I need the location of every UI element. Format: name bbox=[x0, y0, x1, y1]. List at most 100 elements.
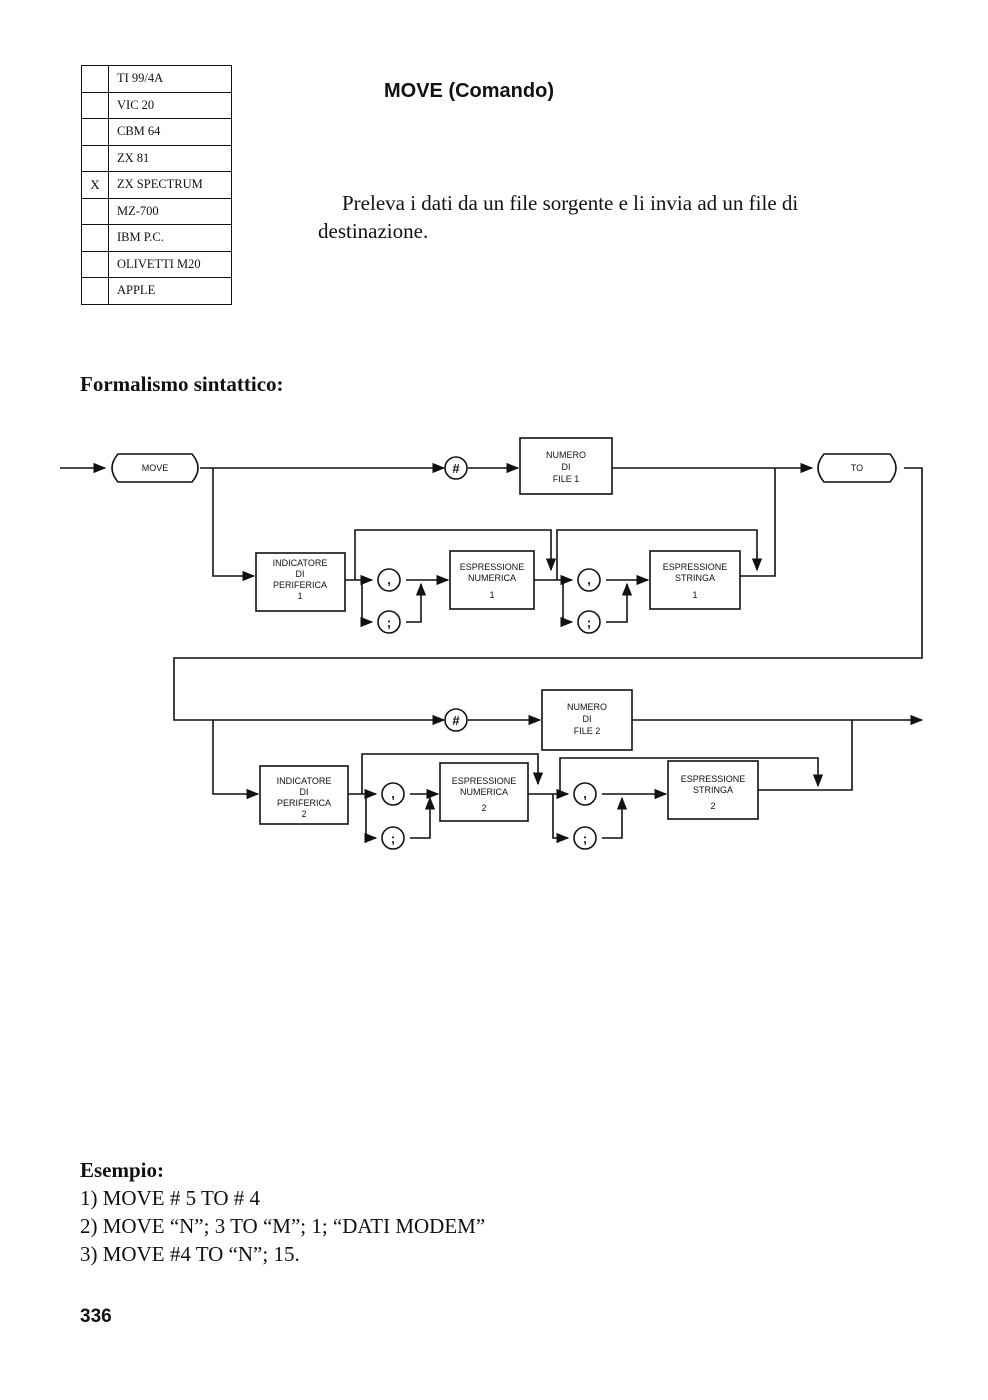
flow-arrow bbox=[212, 720, 260, 800]
flow-arrow bbox=[364, 794, 378, 844]
numeric-expression-1-label: NUMERICA bbox=[468, 573, 516, 583]
table-row: ZX 81 bbox=[81, 144, 232, 172]
comma-label: , bbox=[583, 786, 587, 801]
compat-mark bbox=[81, 118, 109, 146]
device-indicator-2-label: 2 bbox=[301, 809, 306, 819]
flow-arrow bbox=[560, 580, 574, 628]
flow-arrow bbox=[361, 753, 544, 794]
example-line: 2) MOVE “N”; 3 TO “M”; 1; “DATI MODEM” bbox=[80, 1214, 486, 1238]
example-line: 1) MOVE # 5 TO # 4 bbox=[80, 1186, 261, 1210]
computer-name: ZX 81 bbox=[108, 144, 232, 172]
flow-arrow bbox=[360, 580, 374, 628]
flow-arrow bbox=[602, 796, 628, 839]
table-row: MZ-700 bbox=[81, 197, 232, 225]
semicolon-node bbox=[577, 610, 601, 634]
table-row: TI 99/4A bbox=[81, 65, 232, 93]
table-row: OLIVETTI M20 bbox=[81, 250, 232, 278]
hash-label: # bbox=[452, 713, 460, 728]
computer-name: TI 99/4A bbox=[108, 65, 232, 93]
compat-mark bbox=[81, 250, 109, 278]
comma-node bbox=[577, 568, 601, 592]
device-indicator-2-box bbox=[259, 765, 349, 825]
flow-arrow bbox=[552, 794, 570, 844]
string-expression-2-label: 2 bbox=[710, 801, 715, 811]
table-row: CBM 64 bbox=[81, 118, 232, 146]
flow-arrow bbox=[410, 796, 436, 839]
file-number-2-label: DI bbox=[583, 714, 592, 724]
device-indicator-1-box bbox=[255, 552, 346, 612]
compat-mark bbox=[81, 65, 109, 93]
command-description: Preleva i dati da un file sorgente e li … bbox=[318, 191, 799, 243]
string-expression-1-label: STRINGA bbox=[675, 573, 715, 583]
device-indicator-2-label: DI bbox=[300, 787, 309, 797]
computer-name: IBM P.C. bbox=[108, 224, 232, 252]
to-label: TO bbox=[851, 463, 863, 473]
string-expression-1-box bbox=[649, 550, 741, 610]
hash-node bbox=[444, 708, 468, 732]
semicolon-label: ; bbox=[391, 831, 395, 846]
computer-name: VIC 20 bbox=[108, 91, 232, 119]
semicolon-label: ; bbox=[583, 831, 587, 846]
flow-arrow bbox=[354, 529, 557, 580]
file-number-1-box bbox=[519, 437, 613, 495]
string-expression-1-label: ESPRESSIONE bbox=[663, 562, 728, 572]
comma-node bbox=[381, 782, 405, 806]
to-keyword-node bbox=[817, 453, 897, 483]
numeric-expression-2-box bbox=[439, 762, 529, 822]
file-number-1-label: DI bbox=[562, 462, 571, 472]
formalism-heading: Formalismo sintattico: bbox=[80, 372, 284, 396]
device-indicator-1-label: DI bbox=[296, 569, 305, 579]
compat-mark bbox=[81, 277, 109, 305]
flow-arrow bbox=[406, 582, 427, 623]
flow-arrow bbox=[606, 582, 633, 623]
numeric-expression-1-label: 1 bbox=[489, 590, 494, 600]
file-number-1-label: FILE 1 bbox=[553, 474, 580, 484]
numeric-expression-2-label: NUMERICA bbox=[460, 787, 508, 797]
flow-arrow bbox=[212, 468, 256, 582]
semicolon-node bbox=[573, 826, 597, 850]
comma-node bbox=[377, 568, 401, 592]
semicolon-label: ; bbox=[587, 615, 591, 630]
move-label: MOVE bbox=[142, 463, 169, 473]
table-row: APPLE bbox=[81, 277, 232, 305]
numeric-expression-1-box bbox=[449, 550, 535, 610]
flow-arrow bbox=[556, 529, 763, 580]
example-heading: Esempio: bbox=[80, 1158, 164, 1182]
hash-label: # bbox=[452, 461, 460, 476]
device-indicator-1-label: 1 bbox=[297, 591, 302, 601]
comma-label: , bbox=[391, 786, 395, 801]
hash-node bbox=[444, 456, 468, 480]
numeric-expression-2-label: ESPRESSIONE bbox=[452, 776, 517, 786]
page-title: MOVE (Comando) bbox=[384, 80, 554, 102]
computer-name: CBM 64 bbox=[108, 118, 232, 146]
device-indicator-2-label: INDICATORE bbox=[277, 776, 332, 786]
flow-arrow bbox=[559, 757, 824, 794]
move-keyword-node bbox=[111, 453, 199, 483]
computer-name: ZX SPECTRUM bbox=[108, 171, 232, 199]
string-expression-2-label: ESPRESSIONE bbox=[681, 774, 746, 784]
table-row: IBM P.C. bbox=[81, 224, 232, 252]
string-expression-2-box bbox=[667, 760, 759, 820]
compat-mark bbox=[81, 144, 109, 172]
compat-mark bbox=[81, 91, 109, 119]
syntax-diagram: MOVE TO # # , ; , ; , ; , ; NUMERO DI FI… bbox=[60, 437, 924, 850]
flow-arrow bbox=[758, 720, 853, 791]
comma-label: , bbox=[587, 572, 591, 587]
device-indicator-1-label: PERIFERICA bbox=[273, 580, 327, 590]
semicolon-node bbox=[377, 610, 401, 634]
computer-name: OLIVETTI M20 bbox=[108, 250, 232, 278]
computer-name: APPLE bbox=[108, 277, 232, 305]
compat-mark: X bbox=[81, 171, 109, 199]
file-number-2-label: NUMERO bbox=[567, 702, 607, 712]
string-expression-2-label: STRINGA bbox=[693, 785, 733, 795]
flow-arrow bbox=[173, 467, 923, 726]
string-expression-1-label: 1 bbox=[692, 590, 697, 600]
example-section: Esempio: 1) MOVE # 5 TO # 4 2) MOVE “N”;… bbox=[80, 1156, 485, 1268]
file-number-2-label: FILE 2 bbox=[574, 726, 601, 736]
device-indicator-2-label: PERIFERICA bbox=[277, 798, 331, 808]
file-number-1-label: NUMERO bbox=[546, 450, 586, 460]
numeric-expression-2-label: 2 bbox=[481, 803, 486, 813]
compat-mark bbox=[81, 197, 109, 225]
